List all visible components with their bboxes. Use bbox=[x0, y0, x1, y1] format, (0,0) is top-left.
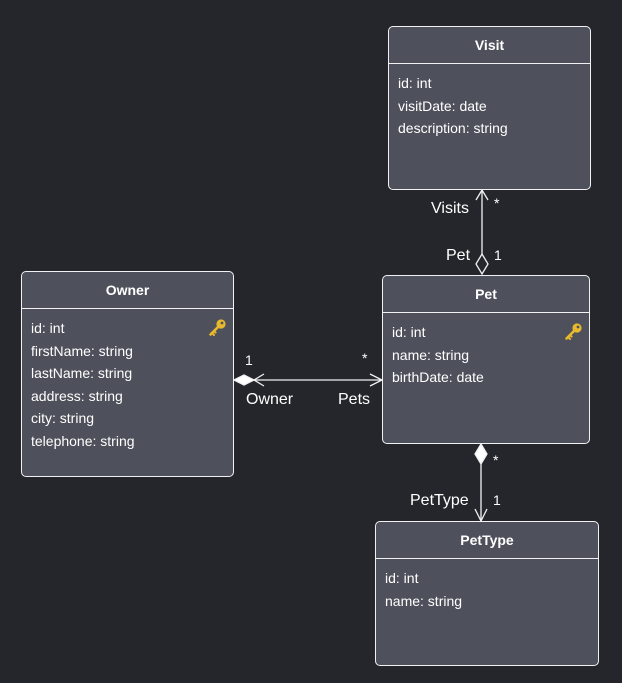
arrowhead-visit-end bbox=[475, 188, 489, 201]
field-owner-city: city: string bbox=[31, 410, 95, 427]
key-icon bbox=[209, 319, 226, 336]
field-owner-address: address: string bbox=[31, 387, 123, 404]
field-pettype-id: id: int bbox=[385, 570, 419, 586]
multiplicity-visit-end: * bbox=[494, 195, 500, 211]
edge-visit-pet[interactable] bbox=[475, 188, 489, 276]
field-owner-telephone: telephone: string bbox=[31, 432, 135, 449]
aggregation-diamond-pet-end bbox=[475, 252, 489, 276]
entity-pet[interactable]: Pet id: int name: string birthDate: date bbox=[382, 275, 590, 444]
field-owner-firstname: firstName: string bbox=[31, 342, 133, 359]
entity-pet-title: Pet bbox=[383, 276, 589, 313]
field-pet-name: name: string bbox=[392, 346, 470, 363]
composition-diamond-owner-end bbox=[232, 374, 256, 386]
multiplicity-pets-end: * bbox=[362, 350, 368, 366]
arrowhead-owner-end bbox=[252, 373, 265, 387]
edge-pet-pettype[interactable] bbox=[474, 442, 488, 523]
multiplicity-pettype-end: 1 bbox=[493, 492, 501, 508]
role-label-owner: Owner bbox=[246, 391, 294, 408]
entity-pettype-fields: id: int name: string bbox=[376, 559, 598, 612]
field-pet-id: id: int bbox=[392, 324, 426, 340]
composition-diamond-pet-end bbox=[474, 442, 488, 466]
entity-owner-title: Owner bbox=[22, 272, 233, 309]
multiplicity-pet-end-pettype: * bbox=[493, 452, 499, 468]
entity-pettype[interactable]: PetType id: int name: string bbox=[375, 521, 599, 666]
role-label-pets: Pets bbox=[338, 391, 371, 408]
field-owner-lastname: lastName: string bbox=[31, 365, 133, 382]
field-pettype-name: name: string bbox=[385, 592, 463, 609]
entity-owner-fields: id: int firstName: string lastName: stri… bbox=[22, 309, 233, 453]
multiplicity-pet-end-visit: 1 bbox=[494, 247, 502, 263]
entity-visit-fields: id: int visitDate: date description: str… bbox=[389, 64, 590, 140]
field-visit-id: id: int bbox=[398, 75, 432, 91]
field-visit-description: description: string bbox=[398, 120, 508, 137]
field-visit-visitdate: visitDate: date bbox=[398, 97, 487, 114]
edge-owner-pet[interactable] bbox=[232, 373, 384, 387]
entity-pettype-title: PetType bbox=[376, 522, 598, 559]
key-icon bbox=[565, 323, 582, 340]
entity-visit[interactable]: Visit id: int visitDate: date descriptio… bbox=[388, 26, 591, 190]
field-pet-birthdate: birthDate: date bbox=[392, 369, 484, 386]
multiplicity-owner-end: 1 bbox=[245, 352, 253, 368]
role-label-pettype: PetType bbox=[410, 492, 469, 509]
role-label-visits: Visits bbox=[431, 200, 469, 217]
role-label-pet: Pet bbox=[446, 247, 471, 264]
entity-visit-title: Visit bbox=[389, 27, 590, 64]
entity-owner[interactable]: Owner id: int firstName: string lastName… bbox=[21, 271, 234, 477]
entity-pet-fields: id: int name: string birthDate: date bbox=[383, 313, 589, 389]
field-owner-id: id: int bbox=[31, 320, 65, 336]
